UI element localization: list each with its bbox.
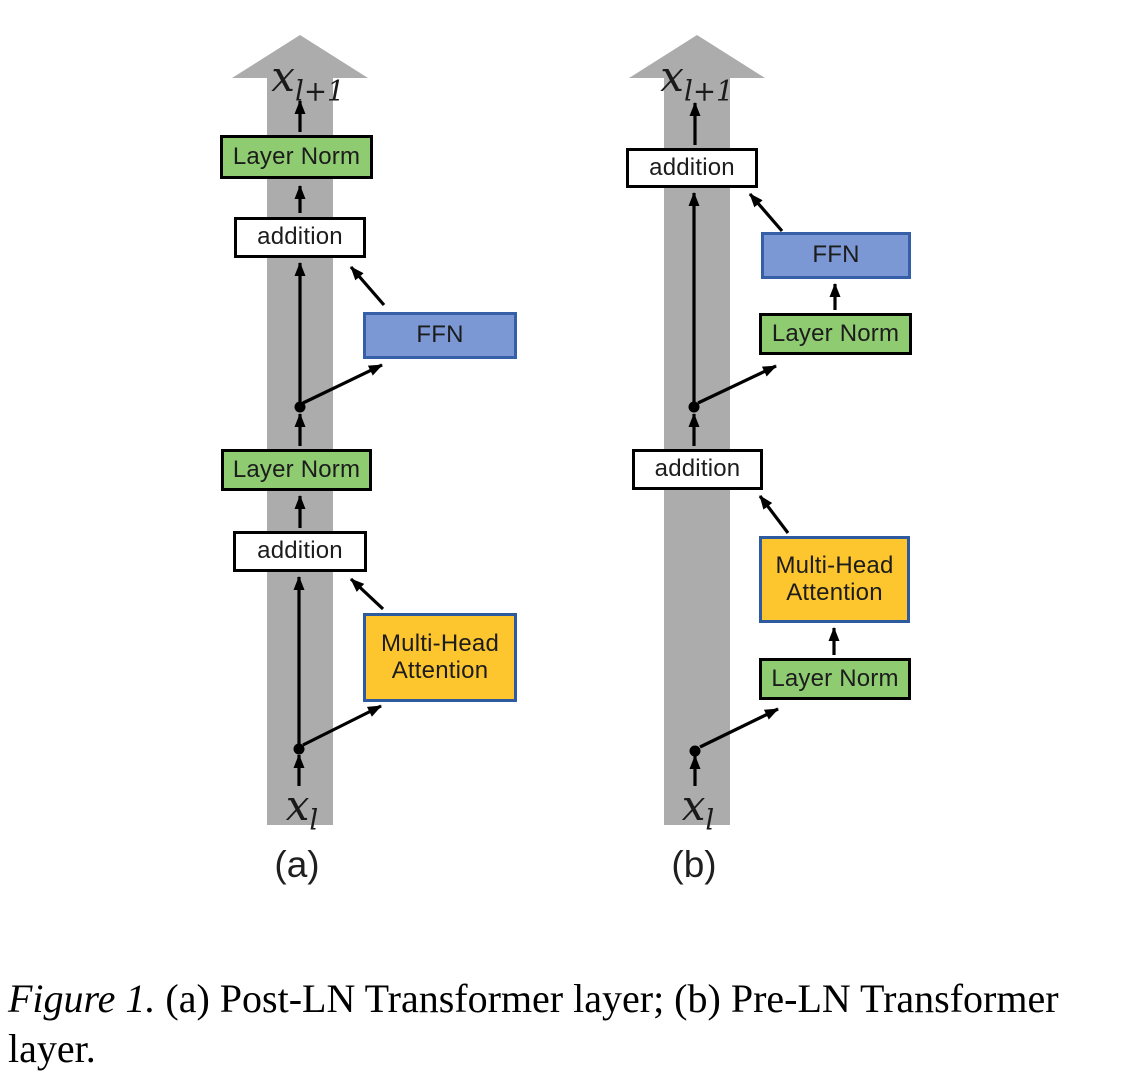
output-subscript-a: l+1 — [294, 74, 345, 108]
figure-caption-number: Figure 1. — [8, 976, 156, 1021]
addition-box-a-top: addition — [234, 217, 366, 258]
addition-box-b-bottom: addition — [632, 449, 763, 490]
edge-ffn-to-addition-top-a — [349, 265, 386, 307]
figure-1: Layer Norm addition FFN Layer Norm addit… — [8, 35, 1059, 1071]
output-var-a: x — [271, 52, 295, 101]
layer-norm-box-a-top: Layer Norm — [220, 135, 373, 179]
branch-dot-upper-a — [294, 401, 306, 413]
figure-caption-line1: (a) Post-LN Transformer layer; (b) Pre-L… — [155, 976, 1059, 1021]
multi-head-attention-box-b: Multi-Head Attention — [759, 536, 910, 623]
output-subscript-b: l+1 — [683, 74, 734, 108]
output-var-b: x — [660, 52, 684, 101]
edge-branch2-to-layernorm-top-b — [697, 364, 777, 405]
output-label-a: xl+1 — [246, 52, 370, 105]
addition-box-b-top: addition — [626, 148, 758, 188]
layer-norm-box-b-bottom: Layer Norm — [759, 658, 911, 700]
figure-caption-line2: layer. — [8, 1026, 96, 1071]
edge-branch1-to-layernorm-bot-b — [699, 707, 779, 749]
panel-b-label: (b) — [671, 844, 717, 885]
edge-branch1-to-mha-a — [302, 704, 382, 747]
input-var-b: x — [681, 781, 706, 830]
input-subscript-b: l — [705, 803, 715, 837]
input-label-b: xl — [648, 781, 748, 834]
input-var-a: x — [285, 781, 310, 830]
layer-norm-box-a-bottom: Layer Norm — [221, 449, 372, 491]
branch-dot-lower-b — [689, 745, 701, 757]
ffn-box-b: FFN — [761, 232, 911, 279]
input-subscript-a: l — [309, 803, 319, 837]
edges-panel-b — [688, 102, 841, 786]
branch-dot-upper-b — [688, 401, 700, 413]
edge-ffn-to-addition-top-b — [748, 192, 784, 233]
edges-panel-a — [293, 100, 386, 786]
diagram-canvas — [232, 35, 841, 825]
output-label-b: xl+1 — [635, 52, 759, 105]
ffn-box-a: FFN — [363, 312, 517, 359]
branch-dot-lower-a — [293, 743, 305, 755]
layer-norm-box-b-top: Layer Norm — [759, 313, 912, 355]
figure-caption: Figure 1. (a) Post-LN Transformer layer;… — [8, 974, 1138, 1074]
edge-mha-to-addition-bot-b — [758, 495, 790, 534]
input-label-a: xl — [252, 781, 352, 834]
multi-head-attention-box-a: Multi-Head Attention — [363, 613, 517, 702]
panel-a-label: (a) — [274, 844, 320, 885]
residual-stream-arrow-b — [629, 35, 765, 825]
addition-box-a-bottom: addition — [233, 531, 367, 572]
edge-mha-to-addition-bot-a — [349, 577, 385, 611]
edge-branch2-to-ffn-a — [302, 363, 383, 405]
